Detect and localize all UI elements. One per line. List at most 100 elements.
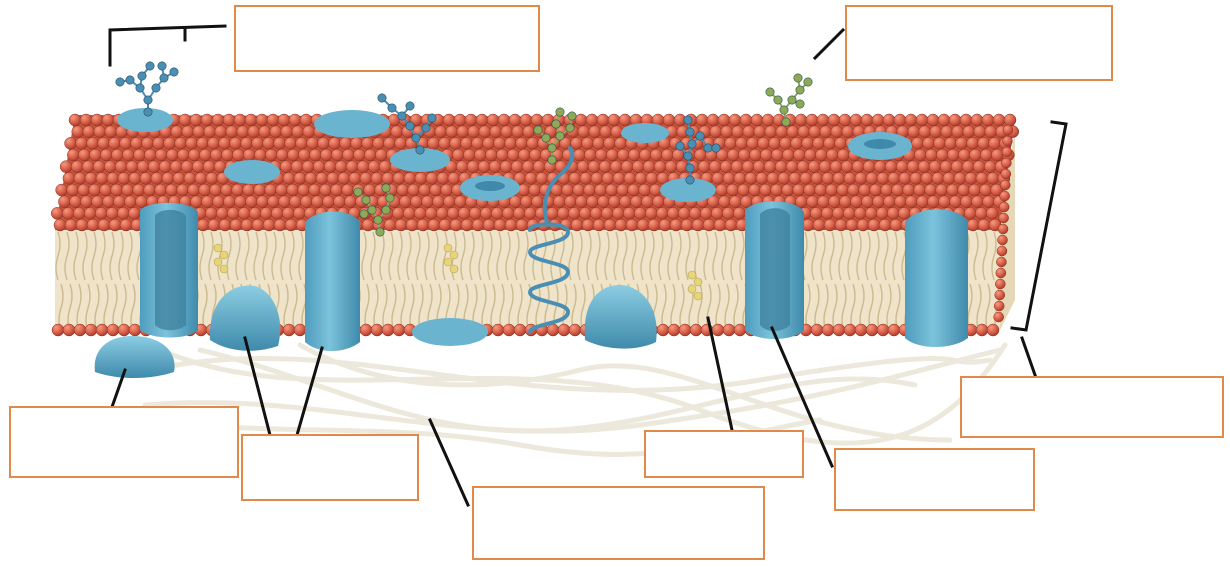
- label-box-top-right[interactable]: [845, 5, 1113, 81]
- phospholipid-head: [806, 196, 818, 208]
- phospholipid-head: [492, 324, 504, 336]
- phospholipid-head: [954, 172, 966, 184]
- phospholipid-head: [650, 149, 662, 161]
- phospholipid-head: [817, 114, 829, 126]
- phospholipid-head: [927, 196, 939, 208]
- label-box-bottom-center[interactable]: [472, 486, 765, 560]
- phospholipid-head: [507, 149, 519, 161]
- sugar-bead: [422, 124, 430, 132]
- label-box-top-left[interactable]: [234, 5, 540, 72]
- phospholipid-head: [67, 184, 79, 196]
- phospholipid-head: [133, 149, 145, 161]
- phospholipid-head: [960, 114, 972, 126]
- phospholipid-head: [982, 114, 994, 126]
- sugar-bead: [160, 74, 168, 82]
- label-box-bottom-center-right[interactable]: [644, 430, 804, 478]
- phospholipid-head: [815, 149, 827, 161]
- phospholipid-head: [881, 184, 893, 196]
- phospholipid-head: [678, 207, 690, 219]
- phospholipid-head: [991, 149, 1003, 161]
- phospholipid-head: [578, 126, 590, 138]
- phospholipid-head: [287, 149, 299, 161]
- phospholipid-head: [775, 161, 787, 173]
- phospholipid-head: [568, 207, 580, 219]
- phospholipid-head: [659, 219, 671, 231]
- phospholipid-head: [419, 184, 431, 196]
- phospholipid-head: [254, 149, 266, 161]
- phospholipid-head: [989, 137, 1001, 149]
- phospholipid-head: [734, 324, 746, 336]
- label-box-right[interactable]: [960, 376, 1224, 438]
- phospholipid-head: [780, 137, 792, 149]
- sugar-bead: [354, 188, 362, 196]
- phospholipid-head: [877, 172, 889, 184]
- phospholipid-head: [573, 184, 585, 196]
- phospholipid-head: [463, 149, 475, 161]
- phospholipid-head: [1002, 147, 1012, 157]
- label-box-bottom-center-left[interactable]: [241, 434, 419, 501]
- phospholipid-head: [738, 149, 750, 161]
- phospholipid-head: [672, 149, 684, 161]
- phospholipid-head: [711, 207, 723, 219]
- phospholipid-head: [808, 161, 820, 173]
- phospholipid-head: [531, 114, 543, 126]
- phospholipid-head: [720, 161, 732, 173]
- phospholipid-head: [577, 161, 589, 173]
- sugar-bead: [548, 156, 556, 164]
- cholesterol-bead: [688, 271, 696, 279]
- phospholipid-head: [230, 137, 242, 149]
- phospholipid-head: [293, 207, 305, 219]
- phospholipid-head: [267, 114, 279, 126]
- phospholipid-head: [83, 126, 95, 138]
- label-box-bottom-right[interactable]: [834, 448, 1035, 511]
- phospholipid-head: [971, 196, 983, 208]
- phospholipid-head: [848, 184, 860, 196]
- phospholipid-head: [516, 219, 528, 231]
- phospholipid-head: [342, 149, 354, 161]
- phospholipid-head: [322, 196, 334, 208]
- phospholipid-head: [589, 126, 601, 138]
- label-box-bottom-left[interactable]: [9, 406, 239, 478]
- phospholipid-head: [100, 184, 112, 196]
- sugar-bead: [780, 106, 788, 114]
- phospholipid-head: [227, 207, 239, 219]
- phospholipid-head: [969, 184, 981, 196]
- phospholipid-head: [298, 184, 310, 196]
- phospholipid-head: [335, 161, 347, 173]
- phospholipid-head: [865, 207, 877, 219]
- phospholipid-head: [573, 149, 585, 161]
- phospholipid-head: [520, 196, 532, 208]
- sugar-bead: [378, 94, 386, 102]
- cholesterol-bead: [214, 258, 222, 266]
- phospholipid-head: [89, 184, 101, 196]
- phospholipid-head: [199, 184, 211, 196]
- sugar-bead: [144, 108, 152, 116]
- phospholipid-head: [976, 172, 988, 184]
- phospholipid-head: [364, 149, 376, 161]
- phospholipid-head: [490, 126, 502, 138]
- phospholipid-head: [391, 126, 403, 138]
- phospholipid-head: [395, 137, 407, 149]
- phospholipid-head: [221, 149, 233, 161]
- sugar-bead: [686, 128, 694, 136]
- phospholipid-head: [289, 196, 301, 208]
- phospholipid-head: [626, 219, 638, 231]
- phospholipid-head: [109, 137, 121, 149]
- phospholipid-head: [890, 219, 902, 231]
- phospholipid-head: [197, 137, 209, 149]
- phospholipid-head: [505, 137, 517, 149]
- phospholipid-head: [615, 219, 627, 231]
- phospholipid-head: [982, 196, 994, 208]
- phospholipid-head: [712, 172, 724, 184]
- phospholipid-head: [371, 172, 383, 184]
- phospholipid-head: [536, 172, 548, 184]
- phospholipid-head: [276, 149, 288, 161]
- phospholipid-head: [527, 137, 539, 149]
- phospholipid-head: [613, 172, 625, 184]
- phospholipid-head: [654, 161, 666, 173]
- phospholipid-head: [428, 219, 440, 231]
- phospholipid-head: [478, 161, 490, 173]
- phospholipid-head: [469, 207, 481, 219]
- sugar-bead: [144, 96, 152, 104]
- phospholipid-head: [921, 172, 933, 184]
